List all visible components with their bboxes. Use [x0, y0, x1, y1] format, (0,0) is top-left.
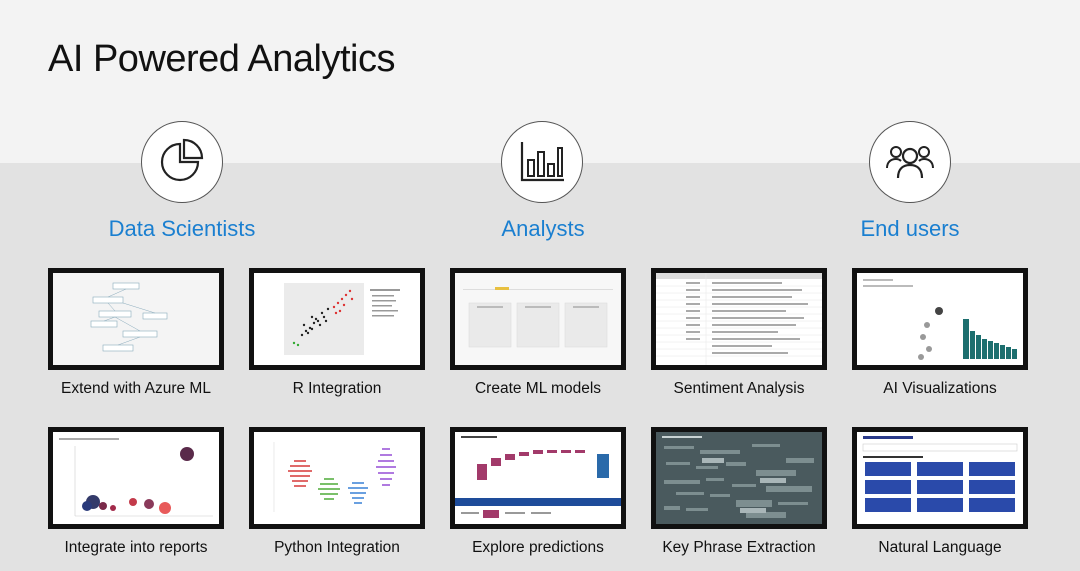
persona-label-analysts: Analysts [501, 216, 585, 241]
thumbnail-ml-models [455, 273, 621, 365]
card-label: R Integration [292, 380, 382, 397]
thumbnail-natural-language [857, 432, 1023, 524]
card-ai-visualizations[interactable]: AI Visualizations [852, 268, 1028, 398]
card-label: Extend with Azure ML [61, 380, 211, 397]
thumbnail-frame [450, 268, 626, 370]
card-label: Create ML models [474, 380, 602, 397]
card-python-integration[interactable]: Python Integration [249, 427, 425, 557]
thumbnail-reports [53, 432, 219, 524]
bar-chart-icon [520, 142, 564, 182]
card-label: Sentiment Analysis [673, 380, 805, 397]
thumbnail-sentiment-analysis [656, 273, 822, 365]
thumbnail-azure-ml [53, 273, 219, 365]
thumbnail-frame [651, 268, 827, 370]
card-extend-with-azure-ml[interactable]: Extend with Azure ML [48, 268, 224, 398]
persona-icon-end-users [869, 121, 951, 203]
thumbnail-frame [852, 268, 1028, 370]
thumbnail-frame [249, 427, 425, 529]
thumbnail-frame [48, 268, 224, 370]
persona-label-end-users: End users [860, 216, 960, 241]
card-natural-language[interactable]: Natural Language [852, 427, 1028, 557]
card-integrate-into-reports[interactable]: Integrate into reports [48, 427, 224, 557]
thumbnail-frame [48, 427, 224, 529]
card-r-integration[interactable]: R Integration [249, 268, 425, 398]
card-explore-predictions[interactable]: Explore predictions [450, 427, 626, 557]
users-icon [886, 146, 934, 179]
card-label: Explore predictions [472, 539, 604, 556]
persona-label-data-scientists: Data Scientists [108, 216, 256, 241]
card-label: AI Visualizations [883, 380, 997, 397]
thumbnail-frame [450, 427, 626, 529]
thumbnail-python-integration [254, 432, 420, 524]
card-create-ml-models[interactable]: Create ML models [450, 268, 626, 398]
thumbnail-frame [852, 427, 1028, 529]
thumbnail-r-integration [254, 273, 420, 365]
thumbnail-frame [651, 427, 827, 529]
thumbnail-frame [249, 268, 425, 370]
card-key-phrase-extraction[interactable]: Key Phrase Extraction [651, 427, 827, 557]
persona-icon-analysts [501, 121, 583, 203]
card-label: Integrate into reports [64, 539, 208, 556]
thumbnail-ai-visualizations [857, 273, 1023, 365]
card-label: Key Phrase Extraction [662, 539, 816, 556]
card-label: Python Integration [274, 539, 400, 556]
card-label: Natural Language [878, 539, 1002, 556]
persona-icon-data-scientists [141, 121, 223, 203]
thumbnail-explore-predictions [455, 432, 621, 524]
slide-title: AI Powered Analytics [48, 38, 395, 80]
thumbnail-key-phrase-extraction [656, 432, 822, 524]
card-sentiment-analysis[interactable]: Sentiment Analysis [651, 268, 827, 398]
pie-chart-icon [160, 138, 204, 182]
